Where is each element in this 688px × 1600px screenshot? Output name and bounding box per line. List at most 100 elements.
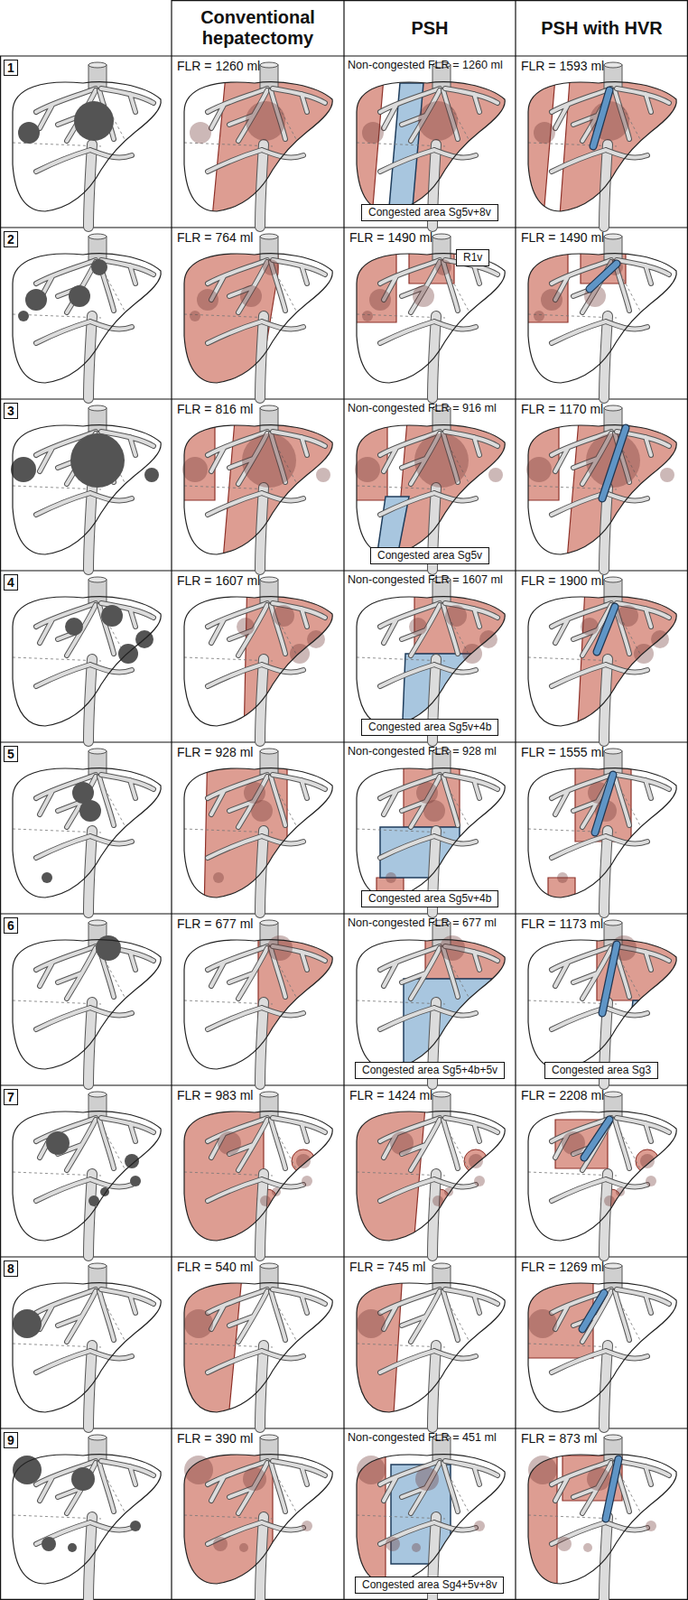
vessel-outline <box>616 603 670 627</box>
vessel-outline <box>270 1291 286 1340</box>
tumor <box>561 1131 586 1155</box>
vessel <box>272 1117 326 1142</box>
vessel-outline <box>272 774 326 799</box>
vessel <box>380 664 476 687</box>
tumor <box>41 1536 56 1552</box>
ivc <box>604 748 623 754</box>
tumor <box>411 1543 421 1553</box>
remnant-region <box>469 1515 490 1536</box>
ivc <box>604 65 623 89</box>
ivc <box>88 408 107 432</box>
liver-outline <box>528 1454 677 1584</box>
vessel <box>57 1462 96 1514</box>
ivc <box>604 1094 623 1118</box>
liver-outline <box>12 82 161 212</box>
vessel-outline <box>229 261 268 313</box>
vessel-outline <box>616 1289 670 1313</box>
column-header: PSH with HVR <box>519 18 685 39</box>
ivc <box>260 1265 279 1290</box>
flr-value: FLR = 745 ml <box>349 1259 426 1275</box>
vessel <box>401 948 440 999</box>
liver-outline <box>184 596 333 726</box>
liver-outline <box>356 1283 505 1413</box>
liver-illustration <box>515 399 688 571</box>
vessel-outline <box>272 1460 326 1485</box>
segment-line <box>97 774 127 829</box>
vessel-outline <box>36 1350 132 1373</box>
tumor <box>356 1309 386 1339</box>
grid-line <box>687 0 688 1600</box>
tumor <box>240 285 262 307</box>
liver-regions <box>356 913 516 1086</box>
remnant-region <box>344 1256 404 1429</box>
liver-outline <box>528 1283 677 1413</box>
liver-regions <box>12 1289 127 1348</box>
vessel <box>36 492 132 515</box>
area-label-box: Congested area Sg5v+4b <box>361 718 499 736</box>
liver-outline <box>12 768 161 898</box>
vessel-outline <box>270 1119 286 1169</box>
flr-value: FLR = 2208 ml <box>520 1087 605 1104</box>
ivc <box>260 405 279 411</box>
row-number: 3 <box>4 403 18 419</box>
remnant-region <box>291 1149 316 1173</box>
vein-graft <box>595 774 614 833</box>
vessel-outline <box>380 1007 476 1030</box>
liver-outline <box>12 425 161 555</box>
grid-line <box>0 1255 688 1257</box>
area-label-box: Congested area Sg5+4b+5v <box>354 1061 505 1079</box>
ivc <box>260 1091 279 1098</box>
liver-illustration <box>344 55 516 228</box>
remnant-region <box>171 1085 264 1257</box>
vessel <box>36 664 132 687</box>
vessel-outline <box>57 948 96 999</box>
liver-illustration <box>171 1428 333 1600</box>
flr-value: Non-congested FLR = 677 ml <box>347 916 497 930</box>
vessel-outline <box>36 1179 132 1201</box>
vessel <box>616 603 670 627</box>
vessel-outline <box>36 1007 132 1030</box>
liver-outline <box>12 1111 161 1241</box>
ivc <box>432 1094 451 1118</box>
vessel-outline <box>380 1350 476 1373</box>
tumor <box>124 1153 140 1169</box>
grid-line <box>171 0 688 1</box>
liver-regions <box>12 260 127 318</box>
liver-illustration <box>184 570 344 743</box>
vessel <box>101 774 154 799</box>
tumor <box>533 310 545 322</box>
vessel-outline <box>443 776 458 826</box>
ivc <box>88 579 107 604</box>
vessel-outline <box>380 664 476 687</box>
ivc <box>260 408 279 432</box>
vessel-outline <box>401 948 440 999</box>
vessel-outline <box>443 1291 458 1340</box>
ivc <box>88 748 107 754</box>
liver-outline <box>528 1111 677 1241</box>
vessel-outline <box>229 1291 268 1342</box>
liver-outline <box>12 939 161 1070</box>
flr-value: FLR = 1555 ml <box>520 744 605 761</box>
vessel <box>270 1291 286 1340</box>
tumor <box>488 467 503 483</box>
vessel-outline <box>380 492 476 515</box>
ivc <box>260 748 279 754</box>
flr-value: FLR = 677 ml <box>176 916 253 932</box>
remnant-region <box>635 1149 660 1173</box>
tumor <box>474 1175 485 1187</box>
ivc <box>604 405 623 411</box>
vessel <box>573 1291 612 1342</box>
vessel <box>616 1289 670 1313</box>
vessel-outline <box>99 1462 114 1512</box>
flr-value: FLR = 1900 ml <box>520 573 605 589</box>
liver-illustration <box>12 1263 161 1428</box>
tumor <box>445 604 467 627</box>
vessel-outline <box>272 603 326 627</box>
vein-graft <box>602 944 617 1014</box>
liver-outline <box>356 1111 505 1241</box>
ivc <box>88 1094 107 1118</box>
segment-line <box>269 1460 298 1516</box>
ivc <box>260 1437 279 1461</box>
flr-value: FLR = 816 ml <box>176 401 253 418</box>
liver-illustration <box>344 399 516 571</box>
